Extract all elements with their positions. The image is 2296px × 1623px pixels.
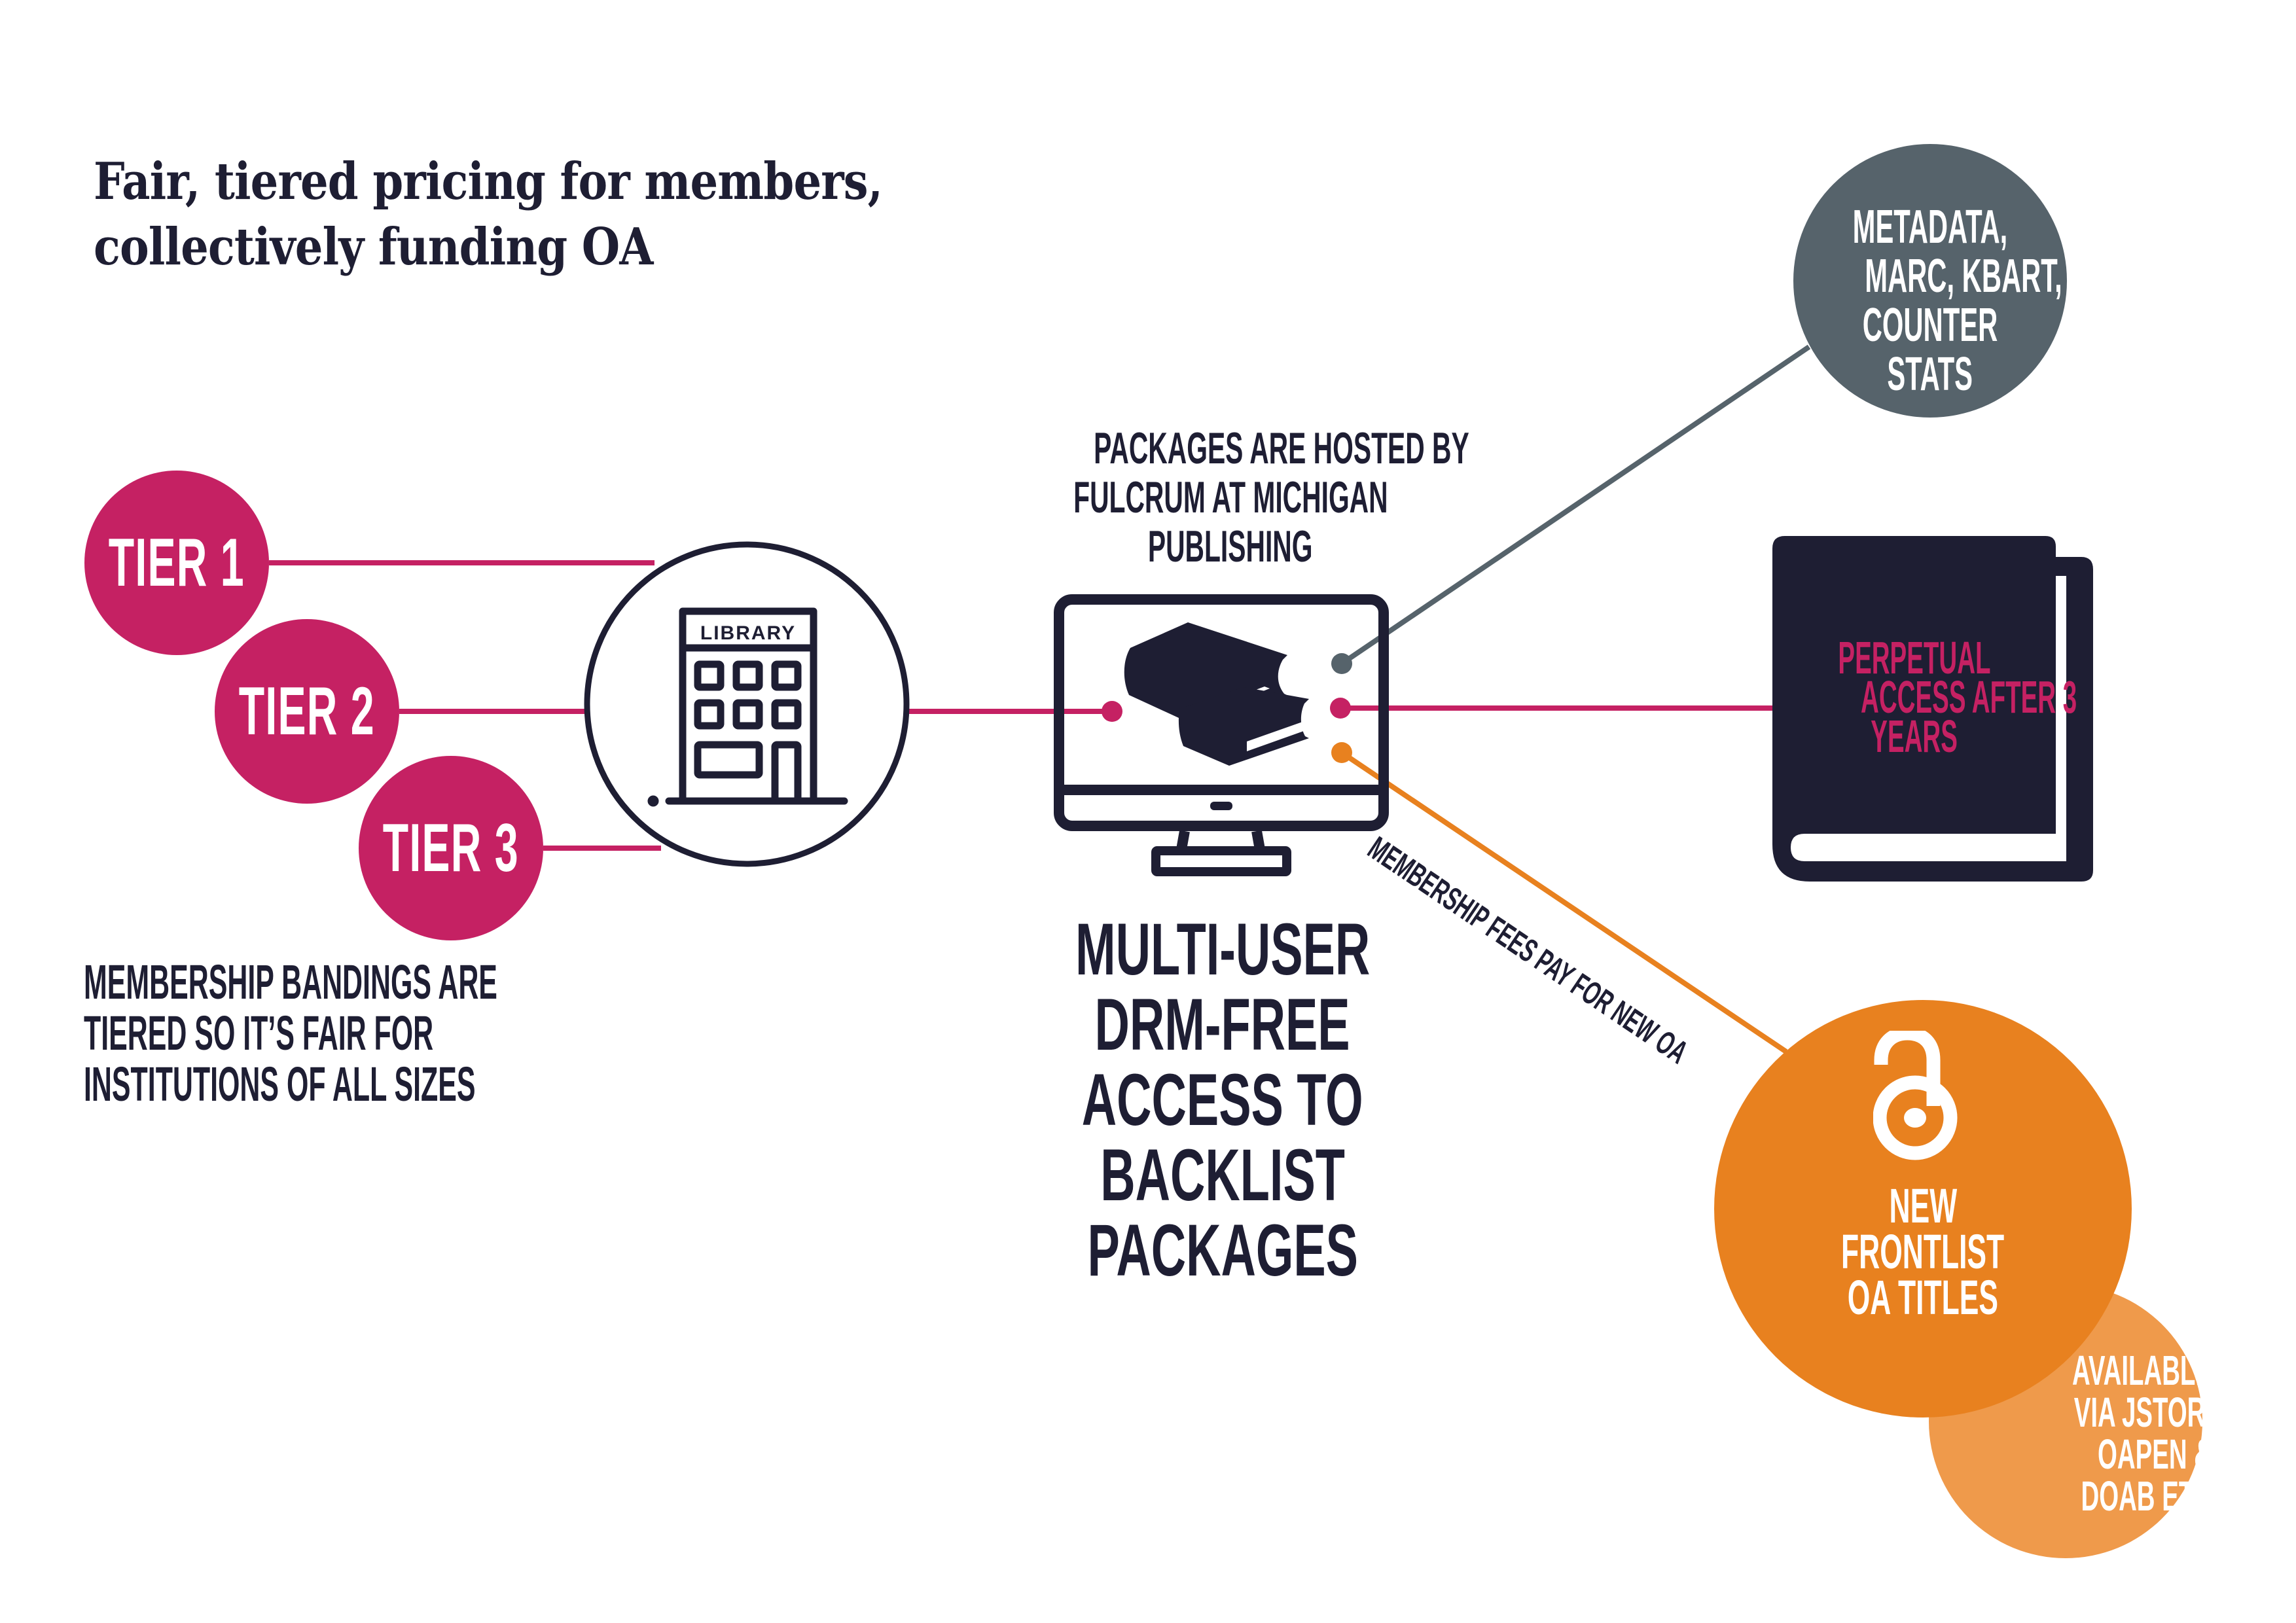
availability-line: AVAILABLE [2072, 1347, 2212, 1394]
platform-line: MULTI-USER [1075, 908, 1371, 990]
metadata-dot [1331, 653, 1352, 674]
library-building-icon [647, 607, 848, 807]
platform-left-dot [1102, 701, 1122, 722]
platform-line: PACKAGES [1087, 1209, 1358, 1291]
tier-1-label: TIER 1 [108, 525, 245, 601]
perpetual-line: PERPETUAL [1837, 632, 1991, 683]
perpetual-line: YEARS [1871, 711, 1958, 762]
availability-line: DOAB ETC [2081, 1472, 2212, 1520]
platform-line: ACCESS TO [1082, 1059, 1363, 1141]
hosting-line: PUBLISHING [1148, 522, 1313, 571]
books-stack-icon [1124, 622, 1309, 766]
availability-line: VIA JSTOR, [2073, 1389, 2212, 1436]
title-line-2: collectively funding OA [94, 217, 653, 277]
perpetual-access-text: PERPETUAL ACCESS AFTER 3 YEARS [1772, 632, 2077, 762]
metadata-line: COUNTER [1862, 299, 1998, 351]
metadata-text: METADATA, MARC, KBART, COUNTER STATS [1793, 203, 2067, 399]
page-title: Fair, tiered pricing for members, collec… [94, 149, 883, 280]
hosting-line: PACKAGES ARE HOSTED BY [1094, 423, 1469, 473]
library-sign-text: LIBRARY [700, 622, 796, 644]
bandings-line: TIERED SO IT’S FAIR FOR [84, 1006, 434, 1060]
metadata-line: MARC, KBART, [1865, 250, 2062, 302]
monitor-icon [1054, 594, 1389, 876]
tier-2-label: TIER 2 [238, 673, 376, 749]
bandings-line: INSTITUTIONS OF ALL SIZES [84, 1057, 476, 1111]
hosting-note: PACKAGES ARE HOSTED BY FULCRUM AT MICHIG… [969, 424, 1492, 571]
book-icon [1772, 536, 2093, 882]
availability-line: OAPEN & [2098, 1431, 2212, 1478]
availability-text: AVAILABLE VIA JSTOR, OAPEN & DOAB ETC [1937, 1349, 2212, 1517]
open-access-lock-icon [1873, 1031, 1958, 1160]
tier-3-badge: TIER 3 [359, 756, 543, 940]
tier-3-label: TIER 3 [382, 810, 520, 886]
frontlist-badge [1714, 1000, 2132, 1418]
platform-to-frontlist-connector [1340, 750, 1788, 1054]
platform-description: MULTI-USER DRM-FREE ACCESS TO BACKLIST P… [961, 912, 1484, 1288]
metadata-line: METADATA, [1852, 201, 2008, 253]
platform-line: DRM-FREE [1094, 984, 1351, 1065]
membership-bandings-note: MEMBERSHIP BANDINGS ARE TIERED SO IT’S F… [84, 957, 673, 1110]
hosting-line: FULCRUM AT MICHIGAN [1073, 473, 1388, 522]
platform-to-metadata-connector [1340, 344, 1811, 666]
frontlist-dot [1331, 742, 1352, 763]
tier-1-badge: TIER 1 [84, 471, 269, 655]
perpetual-dot [1330, 698, 1351, 719]
platform-line: BACKLIST [1100, 1134, 1345, 1216]
frontlist-line: NEW [1889, 1179, 1957, 1233]
tier-2-badge: TIER 2 [215, 619, 399, 804]
metadata-line: STATS [1887, 348, 1973, 401]
metadata-badge [1793, 144, 2067, 418]
title-line-1: Fair, tiered pricing for members, [94, 152, 883, 211]
frontlist-line: OA TITLES [1847, 1270, 1999, 1325]
perpetual-line: ACCESS AFTER 3 [1861, 671, 2077, 722]
bandings-line: MEMBERSHIP BANDINGS ARE [84, 955, 497, 1009]
frontlist-text: NEW FRONTLIST OA TITLES [1727, 1179, 2119, 1325]
frontlist-line: FRONTLIST [1841, 1224, 2005, 1279]
